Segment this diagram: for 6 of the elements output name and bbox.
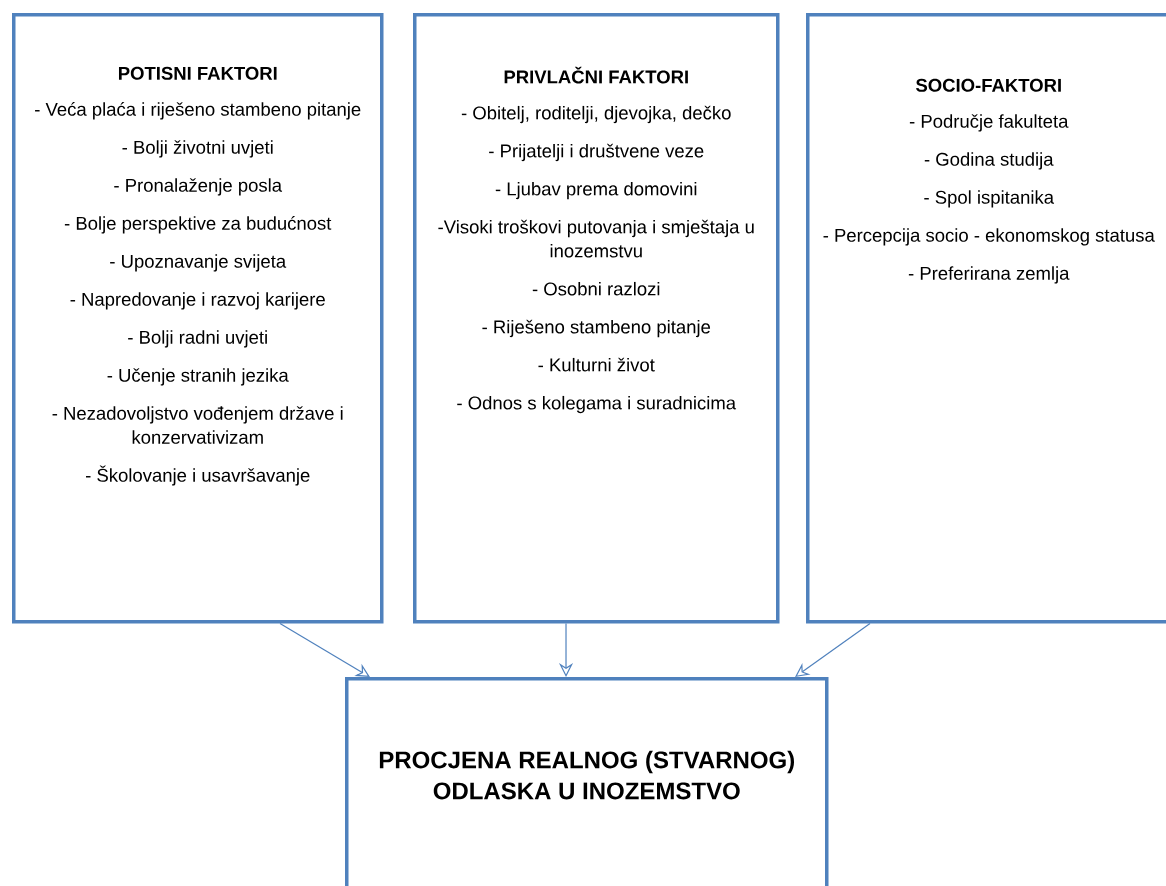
text-box: POTISNI FAKTORI - Veća plaća i riješeno stambeno pitanje - Bolji životni uvjeti - Pronalaženje posla - Bolje perspektive za budućnost - Upoznavanje svijeta - Napredovanje i razvoj karijere - Bolji radni uvjeti - Učenje stranih jezika - Nezadovoljstvo vođenjem države i konzervativizam - Školovanje i usavršavanje bbox=[12, 13, 384, 624]
text-box: PROCJENA REALNOG (STVARNOG) ODLASKA U INOZEMSTVO bbox=[345, 677, 829, 886]
text-box: PRIVLAČNI FAKTORI - Obitelj, roditelji, djevojka, dečko - Prijatelji i društvene veze - Ljubav prema domovini -Visoki troškovi putovanja i smještaja u inozemstvu - Osobni razlozi - Riješeno stambeno pitanje - Kulturni život - Odnos s kolegama i suradnicima bbox=[413, 13, 780, 624]
arrow bbox=[279, 622, 370, 677]
arrow bbox=[795, 622, 871, 677]
text-box: SOCIO-FAKTORI - Područje fakulteta - Godina studija - Spol ispitanika - Percepcija socio - ekonomskog statusa - Preferirana zemlja bbox=[806, 13, 1166, 624]
